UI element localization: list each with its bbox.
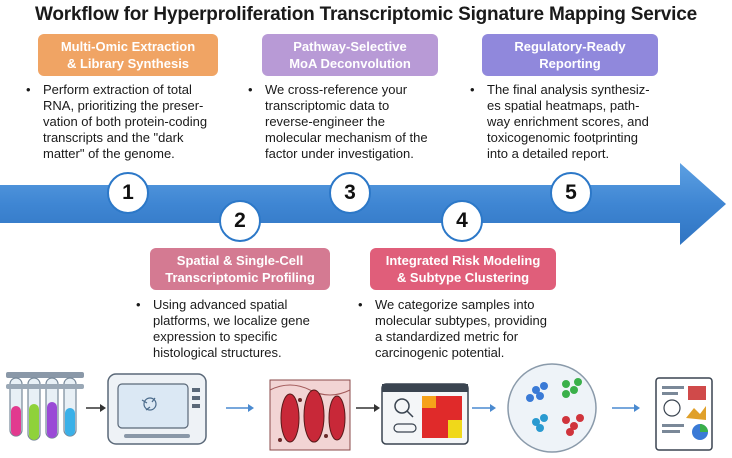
workflow-icon-strip (6, 363, 713, 453)
step-5-title-line-1: Regulatory-Ready (514, 39, 626, 54)
spatial-analysis-screen-icon (381, 383, 469, 445)
step-2-title-line-1: Spatial & Single-Cell (176, 253, 304, 268)
step-1-title-line-2: & Library Synthesis (66, 56, 190, 71)
step-1-title-line-1: Multi-Omic Extraction (60, 39, 196, 54)
tissue-section-icon (269, 379, 351, 451)
step-arrow-icon (356, 404, 380, 412)
step-2-title-line-2: Transcriptomic Profiling (165, 270, 315, 285)
step-4-description: •We categorize samples into molecular su… (358, 297, 578, 361)
step-3-description-text: We cross-reference your transcriptomic d… (265, 82, 428, 161)
step-2-description-text: Using advanced spatial platforms, we loc… (153, 297, 310, 360)
step-2-description: •Using advanced spatial platforms, we lo… (136, 297, 346, 361)
cluster-dish-icon (507, 363, 597, 453)
step-3-number-badge: 3 (329, 172, 371, 214)
step-1-title-box: Multi-Omic Extraction & Library Synthesi… (38, 34, 218, 76)
step-arrow-icon (226, 404, 254, 412)
report-document-icon (655, 377, 713, 451)
step-arrow-icon (86, 404, 106, 412)
step-4-number-badge: 4 (441, 200, 483, 242)
step-3-title-line-2: MoA Deconvolution (289, 56, 411, 71)
step-5-number-badge: 5 (550, 172, 592, 214)
step-1-number-badge: 1 (107, 172, 149, 214)
step-4-description-text: We categorize samples into molecular sub… (375, 297, 547, 360)
step-arrow-icon (612, 404, 640, 412)
step-5-title-box: Regulatory-Ready Reporting (482, 34, 658, 76)
step-4-title-line-1: Integrated Risk Modeling (385, 253, 541, 268)
step-4-title-box: Integrated Risk Modeling & Subtype Clust… (370, 248, 556, 290)
step-4-title-line-2: & Subtype Clustering (396, 270, 530, 285)
step-1-description-text: Perform extraction of total RNA, priorit… (43, 82, 208, 161)
step-1-description: •Perform extraction of total RNA, priori… (26, 82, 246, 162)
step-5-description-text: The final analysis synthesiz- es spatial… (487, 82, 650, 161)
step-arrow-icon (472, 404, 496, 412)
step-3-title-line-1: Pathway-Selective (293, 39, 407, 54)
step-2-title-box: Spatial & Single-Cell Transcriptomic Pro… (150, 248, 330, 290)
step-5-title-line-2: Reporting (539, 56, 601, 71)
step-3-title-box: Pathway-Selective MoA Deconvolution (262, 34, 438, 76)
step-3-description: •We cross-reference your transcriptomic … (248, 82, 468, 162)
sample-tubes-icon (6, 372, 84, 441)
step-2-number-badge: 2 (219, 200, 261, 242)
page-title: Workflow for Hyperproliferation Transcri… (35, 4, 697, 25)
step-5-description: •The final analysis synthesiz- es spatia… (470, 82, 695, 162)
sequencer-instrument-icon (107, 373, 207, 445)
